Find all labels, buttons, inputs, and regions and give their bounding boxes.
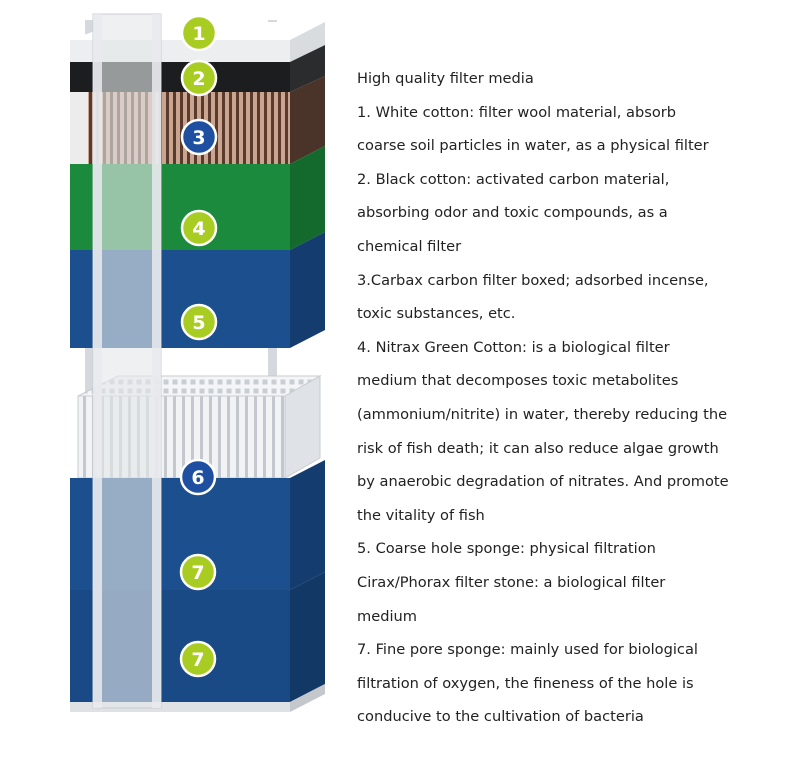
badge-4-circle	[180, 209, 218, 247]
badge-7b: 7	[179, 640, 217, 678]
frame-center-panel	[92, 13, 162, 709]
description-line: 5. Coarse hole sponge: physical filtrati…	[357, 540, 656, 558]
badge-6-label: 6	[191, 467, 204, 489]
description-line: 4. Nitrax Green Cotton: is a biological …	[357, 338, 670, 356]
badge-1-label: 1	[192, 23, 205, 45]
badge-2: 2	[180, 59, 218, 97]
frame-rail-front-right	[152, 14, 161, 708]
filter-media-description: High quality filter media 1. White cotto…	[357, 62, 797, 734]
badge-6: 6	[179, 458, 217, 496]
description-line: coarse soil particles in water, as a phy…	[357, 137, 709, 155]
badge-7b-circle	[179, 640, 217, 678]
badge-4: 4	[180, 209, 218, 247]
filter-media-stack: 1 2 3 4 5 6 7 7	[70, 13, 325, 712]
description-line: toxic substances, etc.	[357, 305, 516, 323]
frame-rail-back-right	[268, 20, 277, 710]
frame-rail-back-left	[85, 20, 94, 710]
badge-7b-label: 7	[191, 649, 204, 671]
badge-2-circle	[180, 59, 218, 97]
badge-2-label: 2	[192, 68, 205, 90]
description-line: chemical filter	[357, 237, 462, 255]
frame-base	[70, 684, 325, 712]
description-line: absorbing odor and toxic compounds, as a	[357, 204, 668, 222]
badge-4-label: 4	[192, 218, 205, 240]
badge-5-circle	[180, 303, 218, 341]
description-line: 7. Fine pore sponge: mainly used for bio…	[357, 641, 698, 659]
description-line: 2. Black cotton: activated carbon materi…	[357, 170, 670, 188]
badge-7a-circle	[179, 553, 217, 591]
frame-rail-front-left	[93, 14, 102, 708]
description-line: medium that decomposes toxic metabolites	[357, 372, 679, 390]
description-line: Cirax/Phorax filter stone: a biological …	[357, 573, 666, 591]
badge-5-label: 5	[192, 312, 205, 334]
badge-1-circle	[180, 14, 218, 52]
badge-5: 5	[180, 303, 218, 341]
description-line: 3.Carbax carbon filter boxed; adsorbed i…	[357, 271, 709, 289]
badge-7a: 7	[179, 553, 217, 591]
badge-6-circle	[179, 458, 217, 496]
description-line: conducive to the cultivation of bacteria	[357, 708, 644, 726]
description-line: medium	[357, 607, 417, 625]
badge-7a-label: 7	[191, 562, 204, 584]
description-line: by anaerobic degradation of nitrates. An…	[357, 473, 729, 491]
description-line: (ammonium/nitrite) in water, thereby red…	[357, 405, 728, 423]
description-line: filtration of oxygen, the fineness of th…	[357, 674, 694, 692]
description-line: 1. White cotton: filter wool material, a…	[357, 103, 677, 121]
badge-3-label: 3	[192, 127, 205, 149]
description-line: risk of fish death; it can also reduce a…	[357, 439, 719, 457]
description-title: High quality filter media	[357, 70, 534, 87]
description-line: the vitality of fish	[357, 506, 485, 524]
badge-1: 1	[180, 14, 218, 52]
badge-3-circle	[180, 118, 218, 156]
badge-3: 3	[180, 118, 218, 156]
